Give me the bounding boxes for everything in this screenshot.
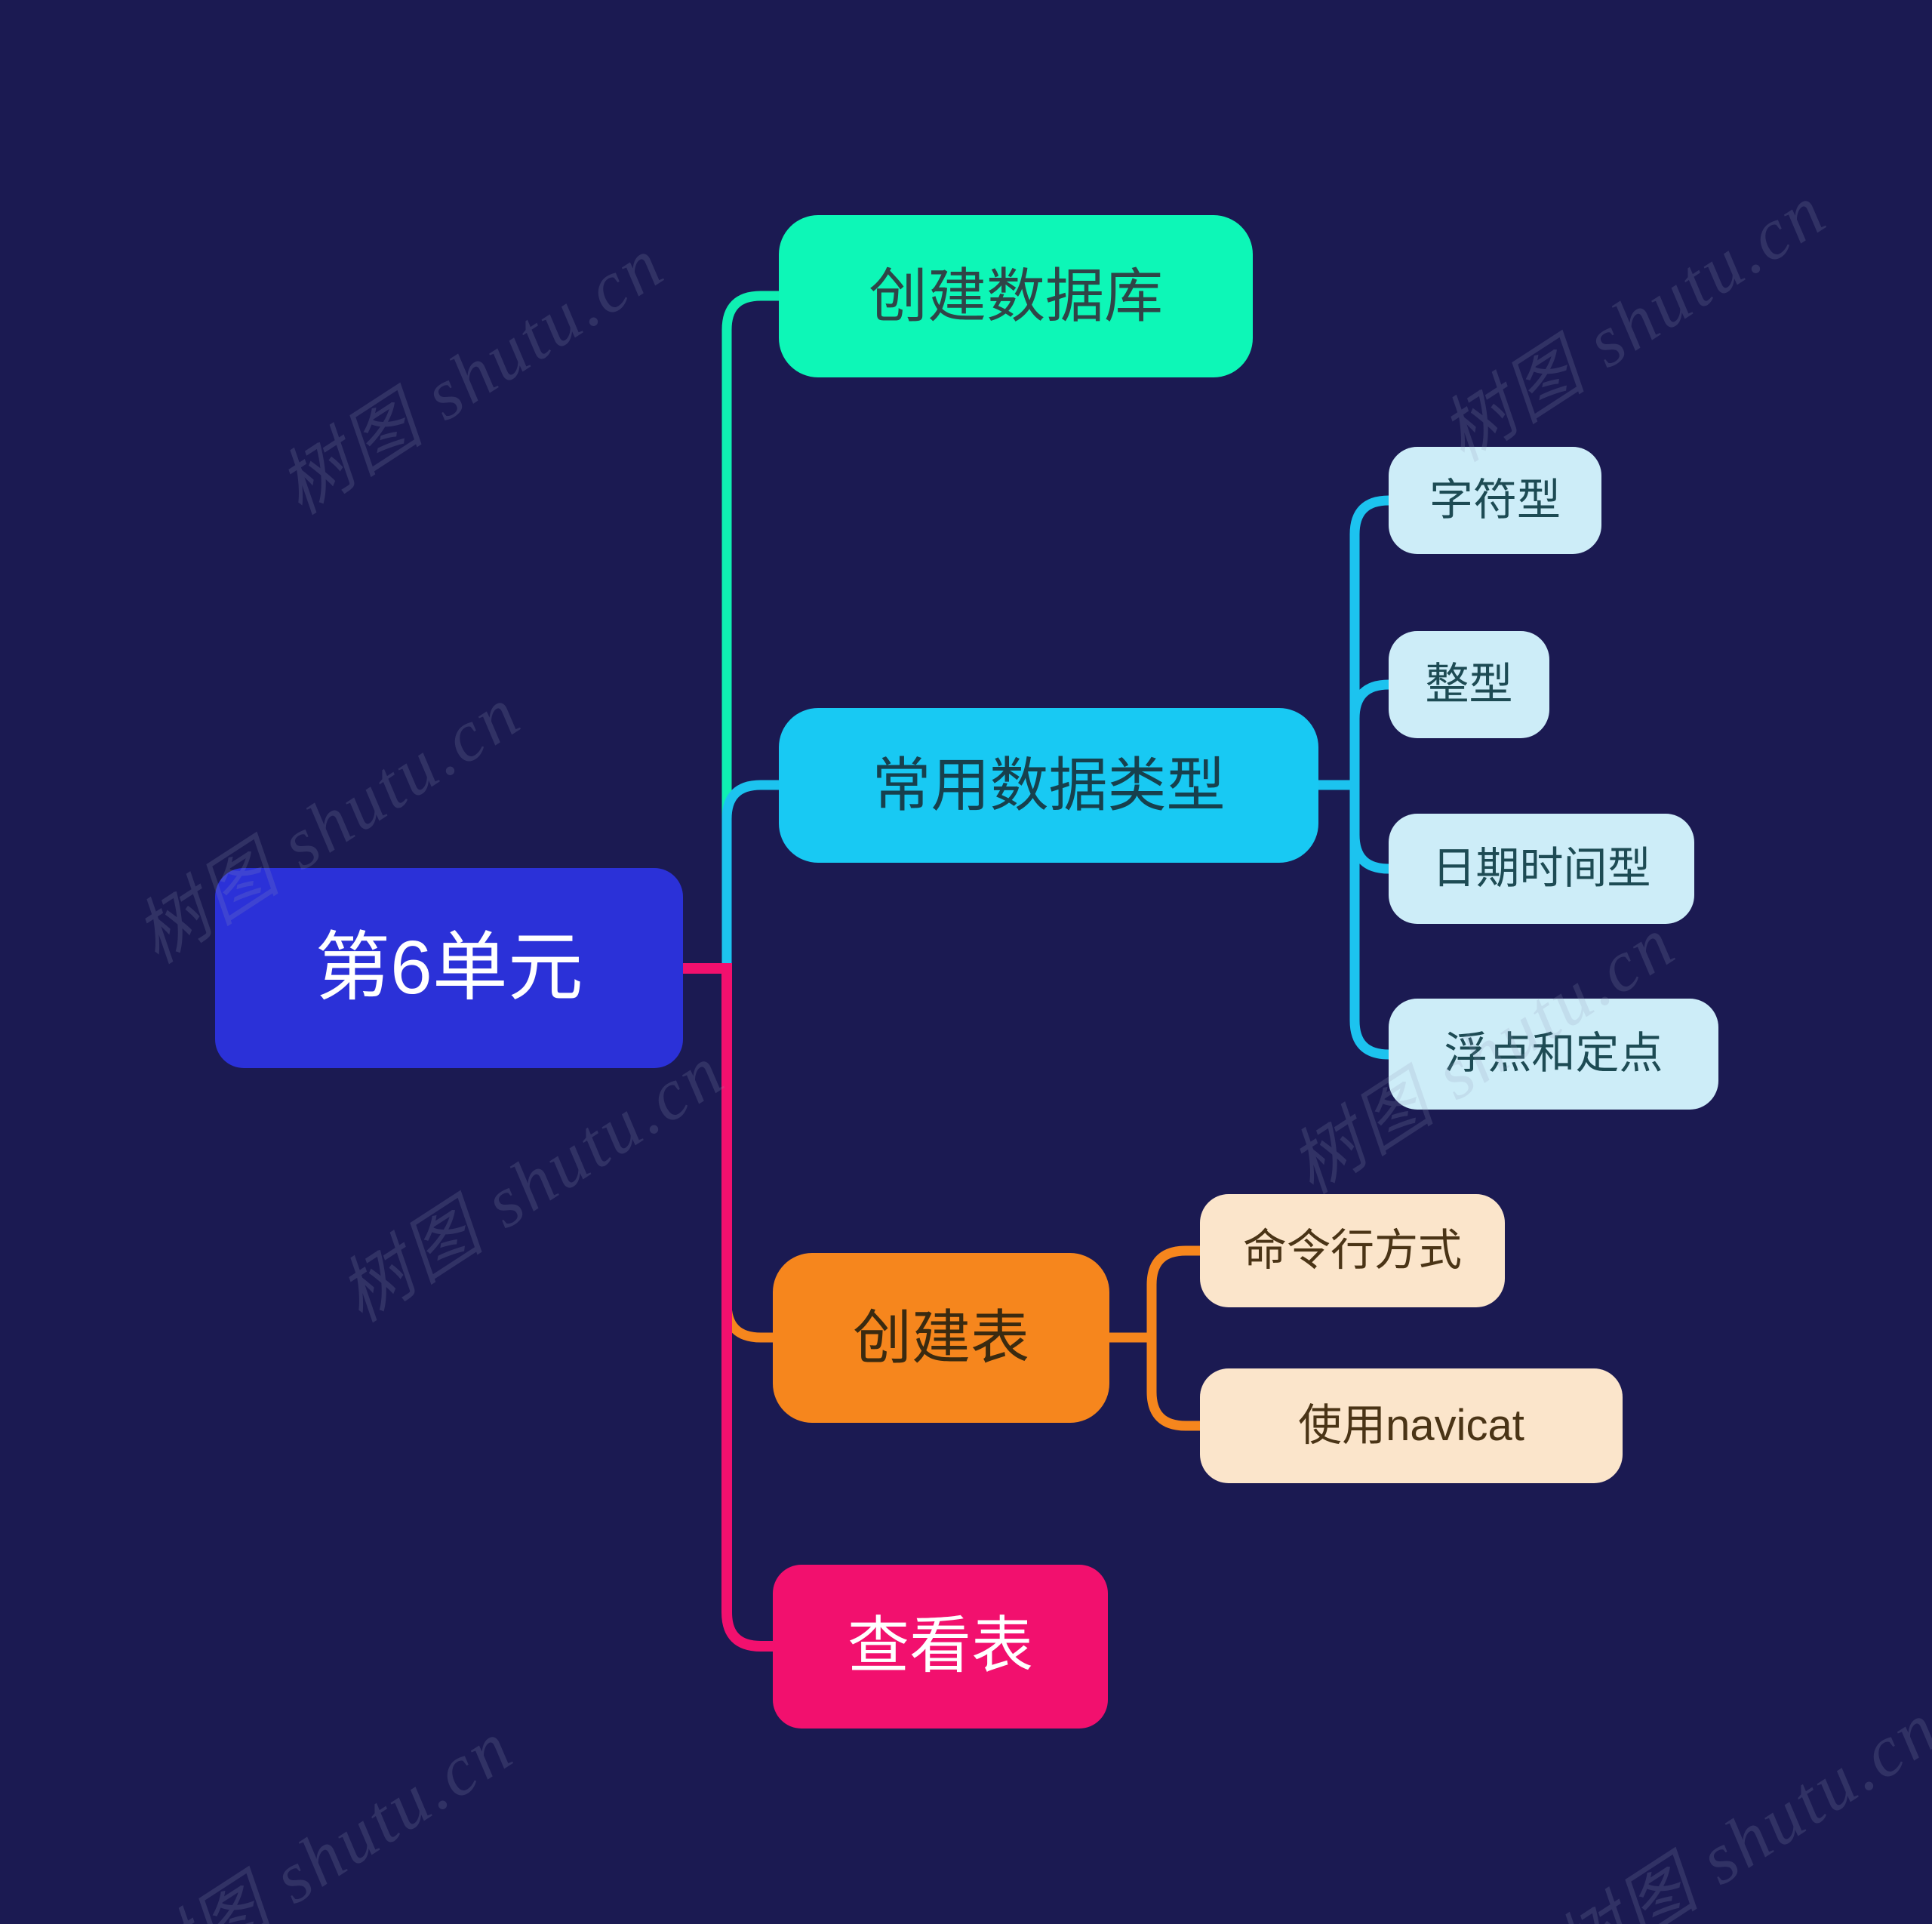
connector-to-cmdline	[1146, 1245, 1207, 1343]
connector-root-to-createdb	[721, 291, 786, 974]
node-label: 浮点和定点	[1444, 1029, 1663, 1079]
connector-root-to-datatypes	[721, 780, 786, 974]
connector-to-inttype	[1349, 679, 1398, 790]
node-label: 日期时间型	[1432, 843, 1651, 893]
node-label: 使用navicat	[1298, 1400, 1524, 1450]
node-label: 查看表	[847, 1612, 1033, 1681]
node-root-unit6[interactable]: 第6单元	[215, 868, 683, 1068]
node-create-table[interactable]: 创建表	[773, 1253, 1109, 1423]
connector-root-to-createtable	[721, 963, 780, 1343]
node-command-line-method[interactable]: 命令行方式	[1200, 1194, 1505, 1307]
node-label: 字符型	[1429, 475, 1561, 525]
node-label: 命令行方式	[1242, 1225, 1462, 1275]
connector-root-to-viewtable	[683, 963, 774, 1652]
node-datetime-type[interactable]: 日期时间型	[1389, 814, 1694, 924]
connector-to-datetype	[1349, 780, 1398, 874]
node-root-label: 第6单元	[315, 925, 583, 1010]
node-label: 创建表	[852, 1304, 1029, 1371]
connector-to-navicat	[1146, 1332, 1207, 1431]
node-label: 常用数据类型	[872, 751, 1226, 818]
node-common-data-types[interactable]: 常用数据类型	[779, 708, 1318, 863]
node-label: 整型	[1425, 659, 1513, 709]
connector-to-floattype	[1349, 780, 1398, 1060]
node-use-navicat[interactable]: 使用navicat	[1200, 1368, 1623, 1483]
node-int-type[interactable]: 整型	[1389, 631, 1549, 738]
connector-to-chartype	[1349, 495, 1398, 790]
node-char-type[interactable]: 字符型	[1389, 447, 1601, 554]
node-view-table[interactable]: 查看表	[773, 1565, 1108, 1729]
node-float-fixed-type[interactable]: 浮点和定点	[1389, 999, 1718, 1110]
node-create-database[interactable]: 创建数据库	[779, 215, 1253, 377]
node-label: 创建数据库	[868, 262, 1163, 329]
